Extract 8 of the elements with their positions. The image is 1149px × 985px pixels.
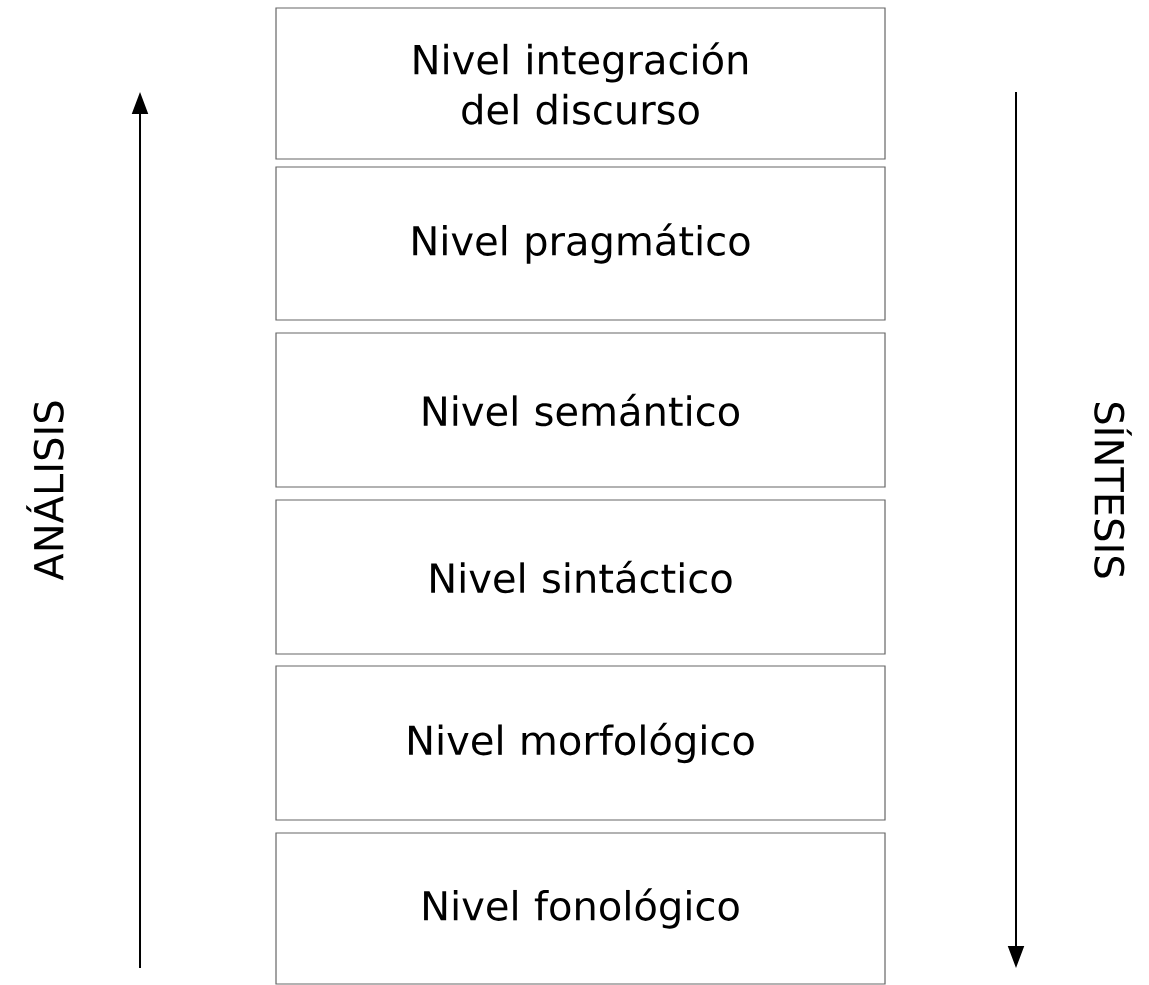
level-box: Nivel sintáctico bbox=[275, 499, 886, 655]
level-box: Nivel pragmático bbox=[275, 166, 886, 321]
level-box: Nivel morfológico bbox=[275, 665, 886, 821]
level-box: Nivel integración del discurso bbox=[275, 7, 886, 160]
level-box: Nivel semántico bbox=[275, 332, 886, 488]
side-label: ANÁLISIS bbox=[26, 401, 64, 581]
side-label: SÍNTESIS bbox=[1094, 402, 1132, 578]
level-box: Nivel fonológico bbox=[275, 832, 886, 985]
